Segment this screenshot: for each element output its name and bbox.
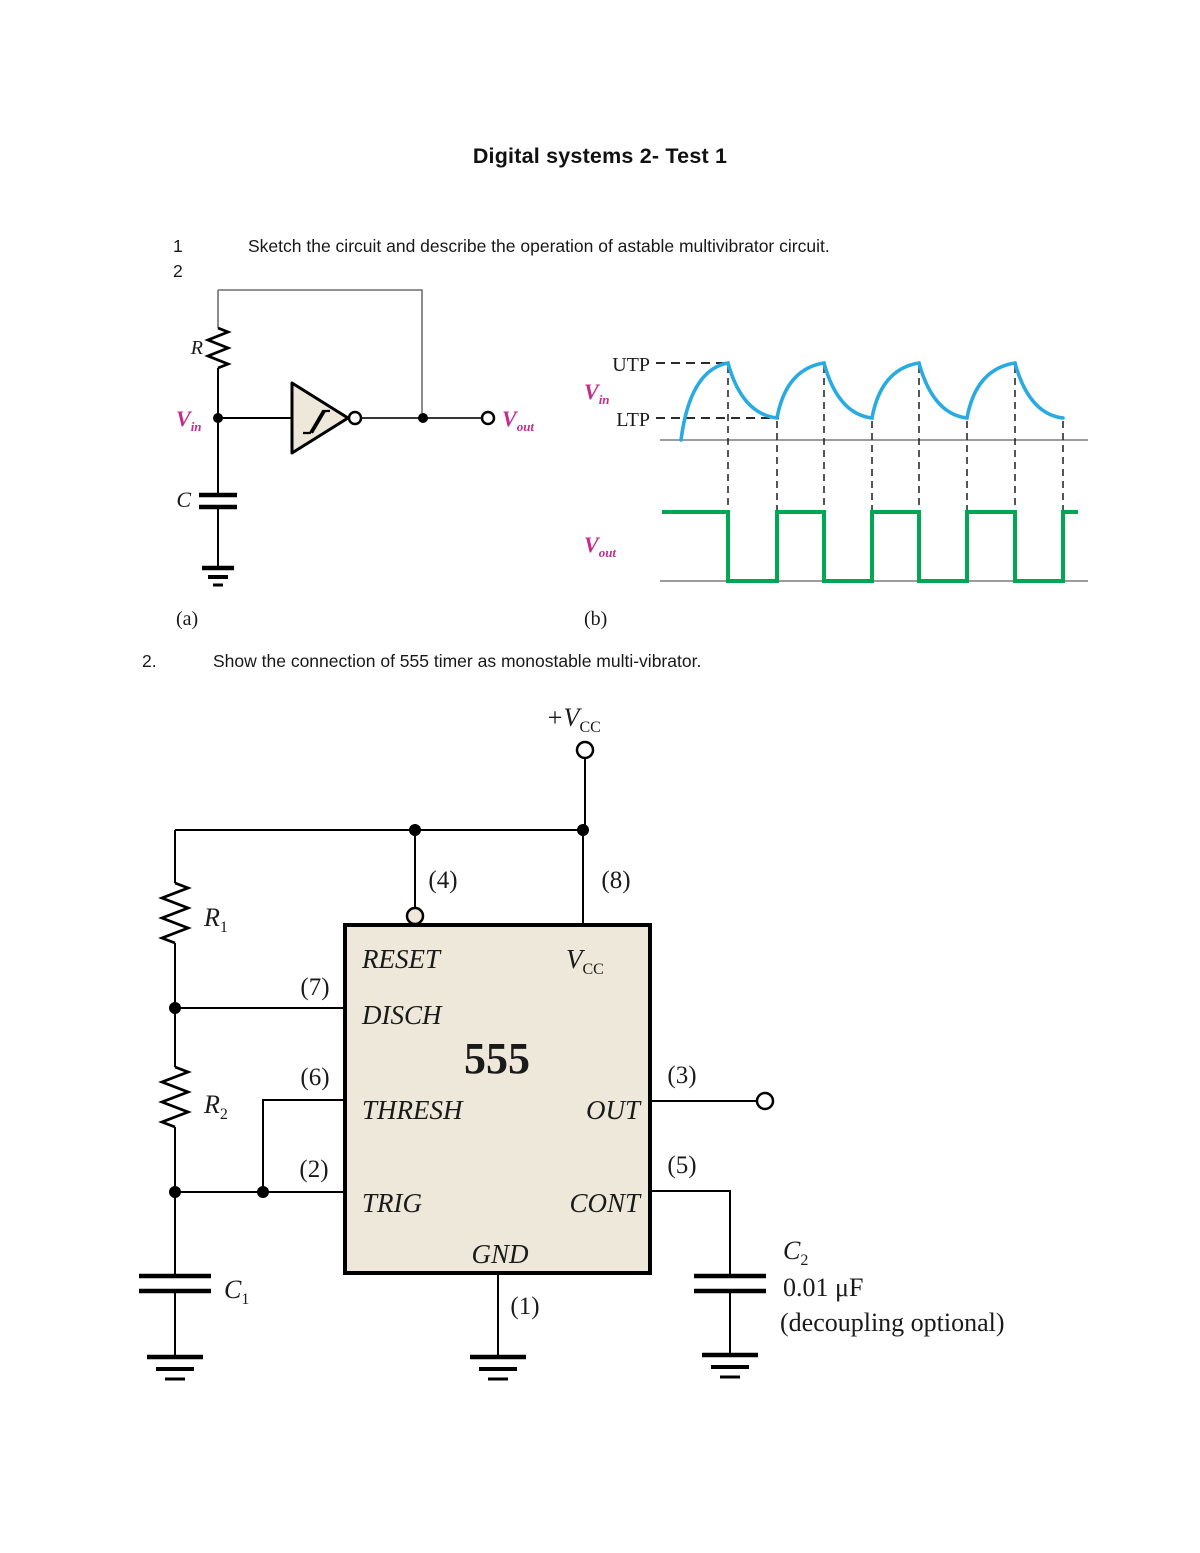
vout-terminal [480, 410, 496, 426]
resistor-r2 [158, 1065, 192, 1129]
label-r: R [190, 337, 203, 359]
chip-label-vcc: VCC [566, 944, 604, 978]
question2-number: 2. [142, 651, 157, 671]
pin-6: (6) [300, 1064, 329, 1091]
caption-a: (a) [176, 608, 198, 630]
label-vcc-supply: +VCC [546, 703, 601, 736]
page-title: Digital systems 2- Test 1 [472, 144, 728, 168]
chip-label-out: OUT [586, 1095, 642, 1125]
555-chip-body [343, 923, 652, 1275]
pin-2: (2) [299, 1156, 328, 1183]
chip-label-cont: CONT [569, 1188, 642, 1218]
chip-name: 555 [464, 1034, 530, 1083]
caption-b: (b) [584, 608, 607, 630]
question2-text: Show the connection of 555 timer as mono… [213, 651, 702, 671]
chip-label-thresh: THRESH [362, 1095, 464, 1125]
label-ltp: LTP [616, 409, 650, 431]
ground-symbol [702, 1352, 758, 1379]
label-c2: C2 [783, 1236, 808, 1269]
switch-point-dashes [727, 366, 1064, 510]
label-r1: R1 [203, 903, 228, 936]
pin-1: (1) [510, 1293, 539, 1320]
feedback-wire [218, 289, 423, 413]
thresh-wire [262, 1099, 345, 1192]
out-terminal [755, 1091, 775, 1111]
label-c2-value: 0.01 μF [783, 1273, 863, 1302]
label-r2: R2 [203, 1090, 228, 1123]
vin-waveform [679, 360, 1065, 442]
label-c1: C1 [224, 1275, 249, 1308]
question1-list-numbers: 1 2 [173, 234, 183, 284]
question1-text: Sketch the circuit and describe the oper… [248, 236, 830, 256]
inverter-bubble [347, 410, 363, 426]
resistor-r [204, 326, 232, 370]
chip-label-gnd: GND [471, 1239, 529, 1269]
label-vout-wave: Vout [584, 532, 616, 560]
hysteresis-icon [303, 409, 330, 435]
vcc-terminal [575, 740, 595, 760]
label-vin: Vin [176, 406, 202, 434]
pin-4: (4) [428, 867, 457, 894]
pin-8: (8) [601, 867, 630, 894]
chip-label-disch: DISCH [361, 1000, 443, 1030]
pin-5: (5) [667, 1152, 696, 1179]
reset-pin-terminal [405, 906, 425, 926]
label-vin-wave: Vin [584, 379, 610, 407]
question1-number-1: 1 [173, 236, 183, 256]
question1-number-2: 2 [173, 261, 183, 281]
figure-a-astable-circuit: R Vin Vout C (a) [176, 289, 534, 630]
junction-dot [418, 413, 428, 423]
cont-wire [650, 1190, 731, 1276]
figure-555-monostable: +VCC R1 R2 C1 [139, 703, 1005, 1381]
chip-label-trig: TRIG [362, 1188, 422, 1218]
resistor-r1 [158, 881, 192, 945]
label-c: C [176, 487, 191, 512]
ground-symbol [147, 1354, 203, 1381]
ground-symbol [470, 1354, 526, 1381]
ground-symbol [202, 565, 234, 587]
label-c2-note: (decoupling optional) [780, 1308, 1005, 1337]
pin-3: (3) [667, 1062, 696, 1089]
label-utp: UTP [612, 354, 650, 376]
vout-waveform [662, 510, 1078, 583]
figure-b-waveforms: UTP LTP Vin Vout (b) [584, 354, 1088, 630]
label-vout: Vout [502, 406, 534, 434]
pin-7: (7) [300, 974, 329, 1001]
chip-label-reset: RESET [361, 944, 442, 974]
